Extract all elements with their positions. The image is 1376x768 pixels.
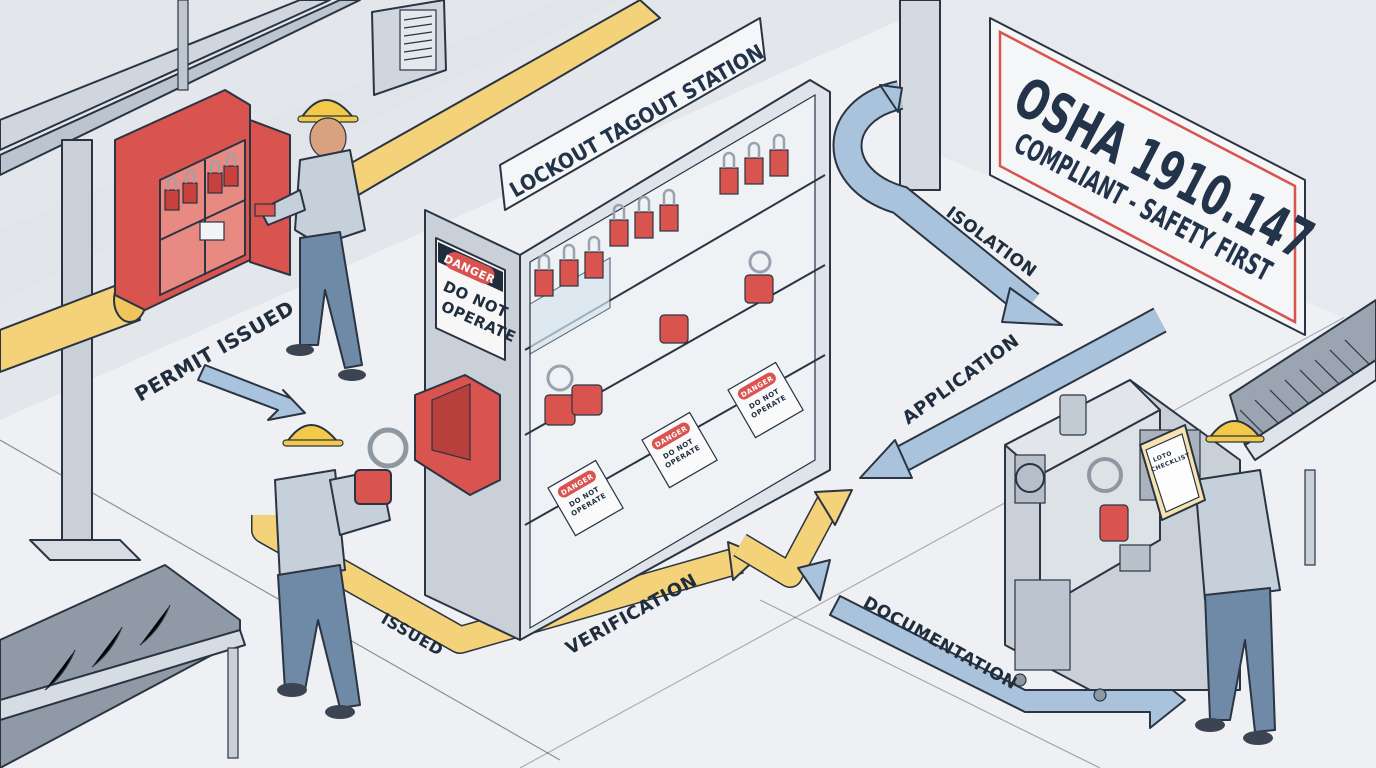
gauge-icon	[1014, 454, 1046, 504]
roller-conveyor	[1229, 299, 1376, 566]
lockout-cabinet[interactable]	[114, 89, 291, 311]
steel-frame	[0, 0, 361, 561]
arrow-down-icon	[197, 364, 306, 421]
battery-icon	[199, 221, 225, 241]
worker-machine: LOTO CHECKLIST	[1139, 420, 1281, 745]
worker-cabinet	[254, 99, 366, 381]
belt-conveyor	[0, 564, 246, 768]
control-keypad[interactable]	[1119, 544, 1151, 572]
padlock-icon	[164, 153, 239, 211]
padlock-bins[interactable]	[529, 133, 789, 355]
arrow-up-icon	[814, 489, 853, 526]
cabinet-door[interactable]	[249, 119, 291, 276]
tool-holder	[414, 374, 501, 496]
hasp-bins[interactable]	[544, 250, 774, 426]
arrow-left-icon	[859, 439, 913, 479]
loto-station: DANGER DO NOT OPERATE DANGER DO NOT OPER…	[414, 17, 831, 641]
worker-hasp	[274, 424, 409, 719]
applied-hasp	[1087, 457, 1129, 542]
clipboard: LOTO CHECKLIST	[1139, 424, 1206, 521]
wall-vent	[371, 0, 447, 96]
